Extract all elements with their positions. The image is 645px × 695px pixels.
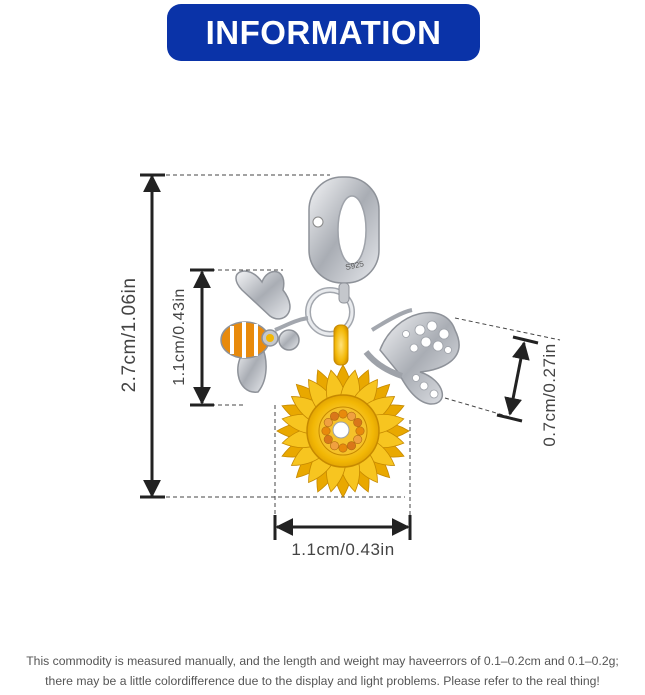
sunflower-seed-stone (321, 426, 331, 436)
disclaimer-footnote: This commodity is measured manually, and… (0, 651, 645, 691)
jump-rings (305, 282, 355, 337)
bee-charm-icon (220, 270, 309, 393)
sunflower-width-arrow (273, 515, 412, 540)
butterfly-height-arrow (496, 335, 539, 423)
sunflower-seed-stone (329, 411, 339, 421)
sunflower-width-label: 1.1cm/0.43in (291, 540, 395, 559)
sunflower-seeds (321, 409, 365, 453)
butterfly-height-label: 0.7cm/0.27in (540, 343, 559, 447)
sunflower-seed-stone (346, 411, 356, 421)
bail-charm-icon: S925 (308, 176, 380, 284)
sunflower-seed-stone (353, 434, 363, 444)
sunflower-seed-stone (355, 426, 365, 436)
sunflower-seed-stone (338, 409, 348, 419)
information-banner: INFORMATION (167, 4, 480, 61)
stamp-text: S925 (345, 259, 366, 272)
sunflower-seed-stone (346, 441, 356, 451)
sunflower-charm-icon (276, 324, 410, 498)
butterfly-charm-icon (363, 308, 460, 405)
sunflower-seed-stone (338, 443, 348, 453)
disclaimer-line-2: there may be a little colordifference du… (45, 674, 600, 688)
banner-title: INFORMATION (205, 13, 442, 51)
sunflower-seed-stone (329, 441, 339, 451)
sunflower-seed-stone (353, 417, 363, 427)
bee-height-label: 1.1cm/0.43in (171, 288, 188, 386)
bee-height-arrow (190, 268, 214, 407)
sunflower-seed-stone (323, 434, 333, 444)
total-height-arrow (140, 173, 165, 499)
disclaimer-line-1: This commodity is measured manually, and… (26, 654, 619, 668)
total-height-label: 2.7cm/1.06in (119, 277, 140, 393)
sunflower-seed-stone (323, 417, 333, 427)
